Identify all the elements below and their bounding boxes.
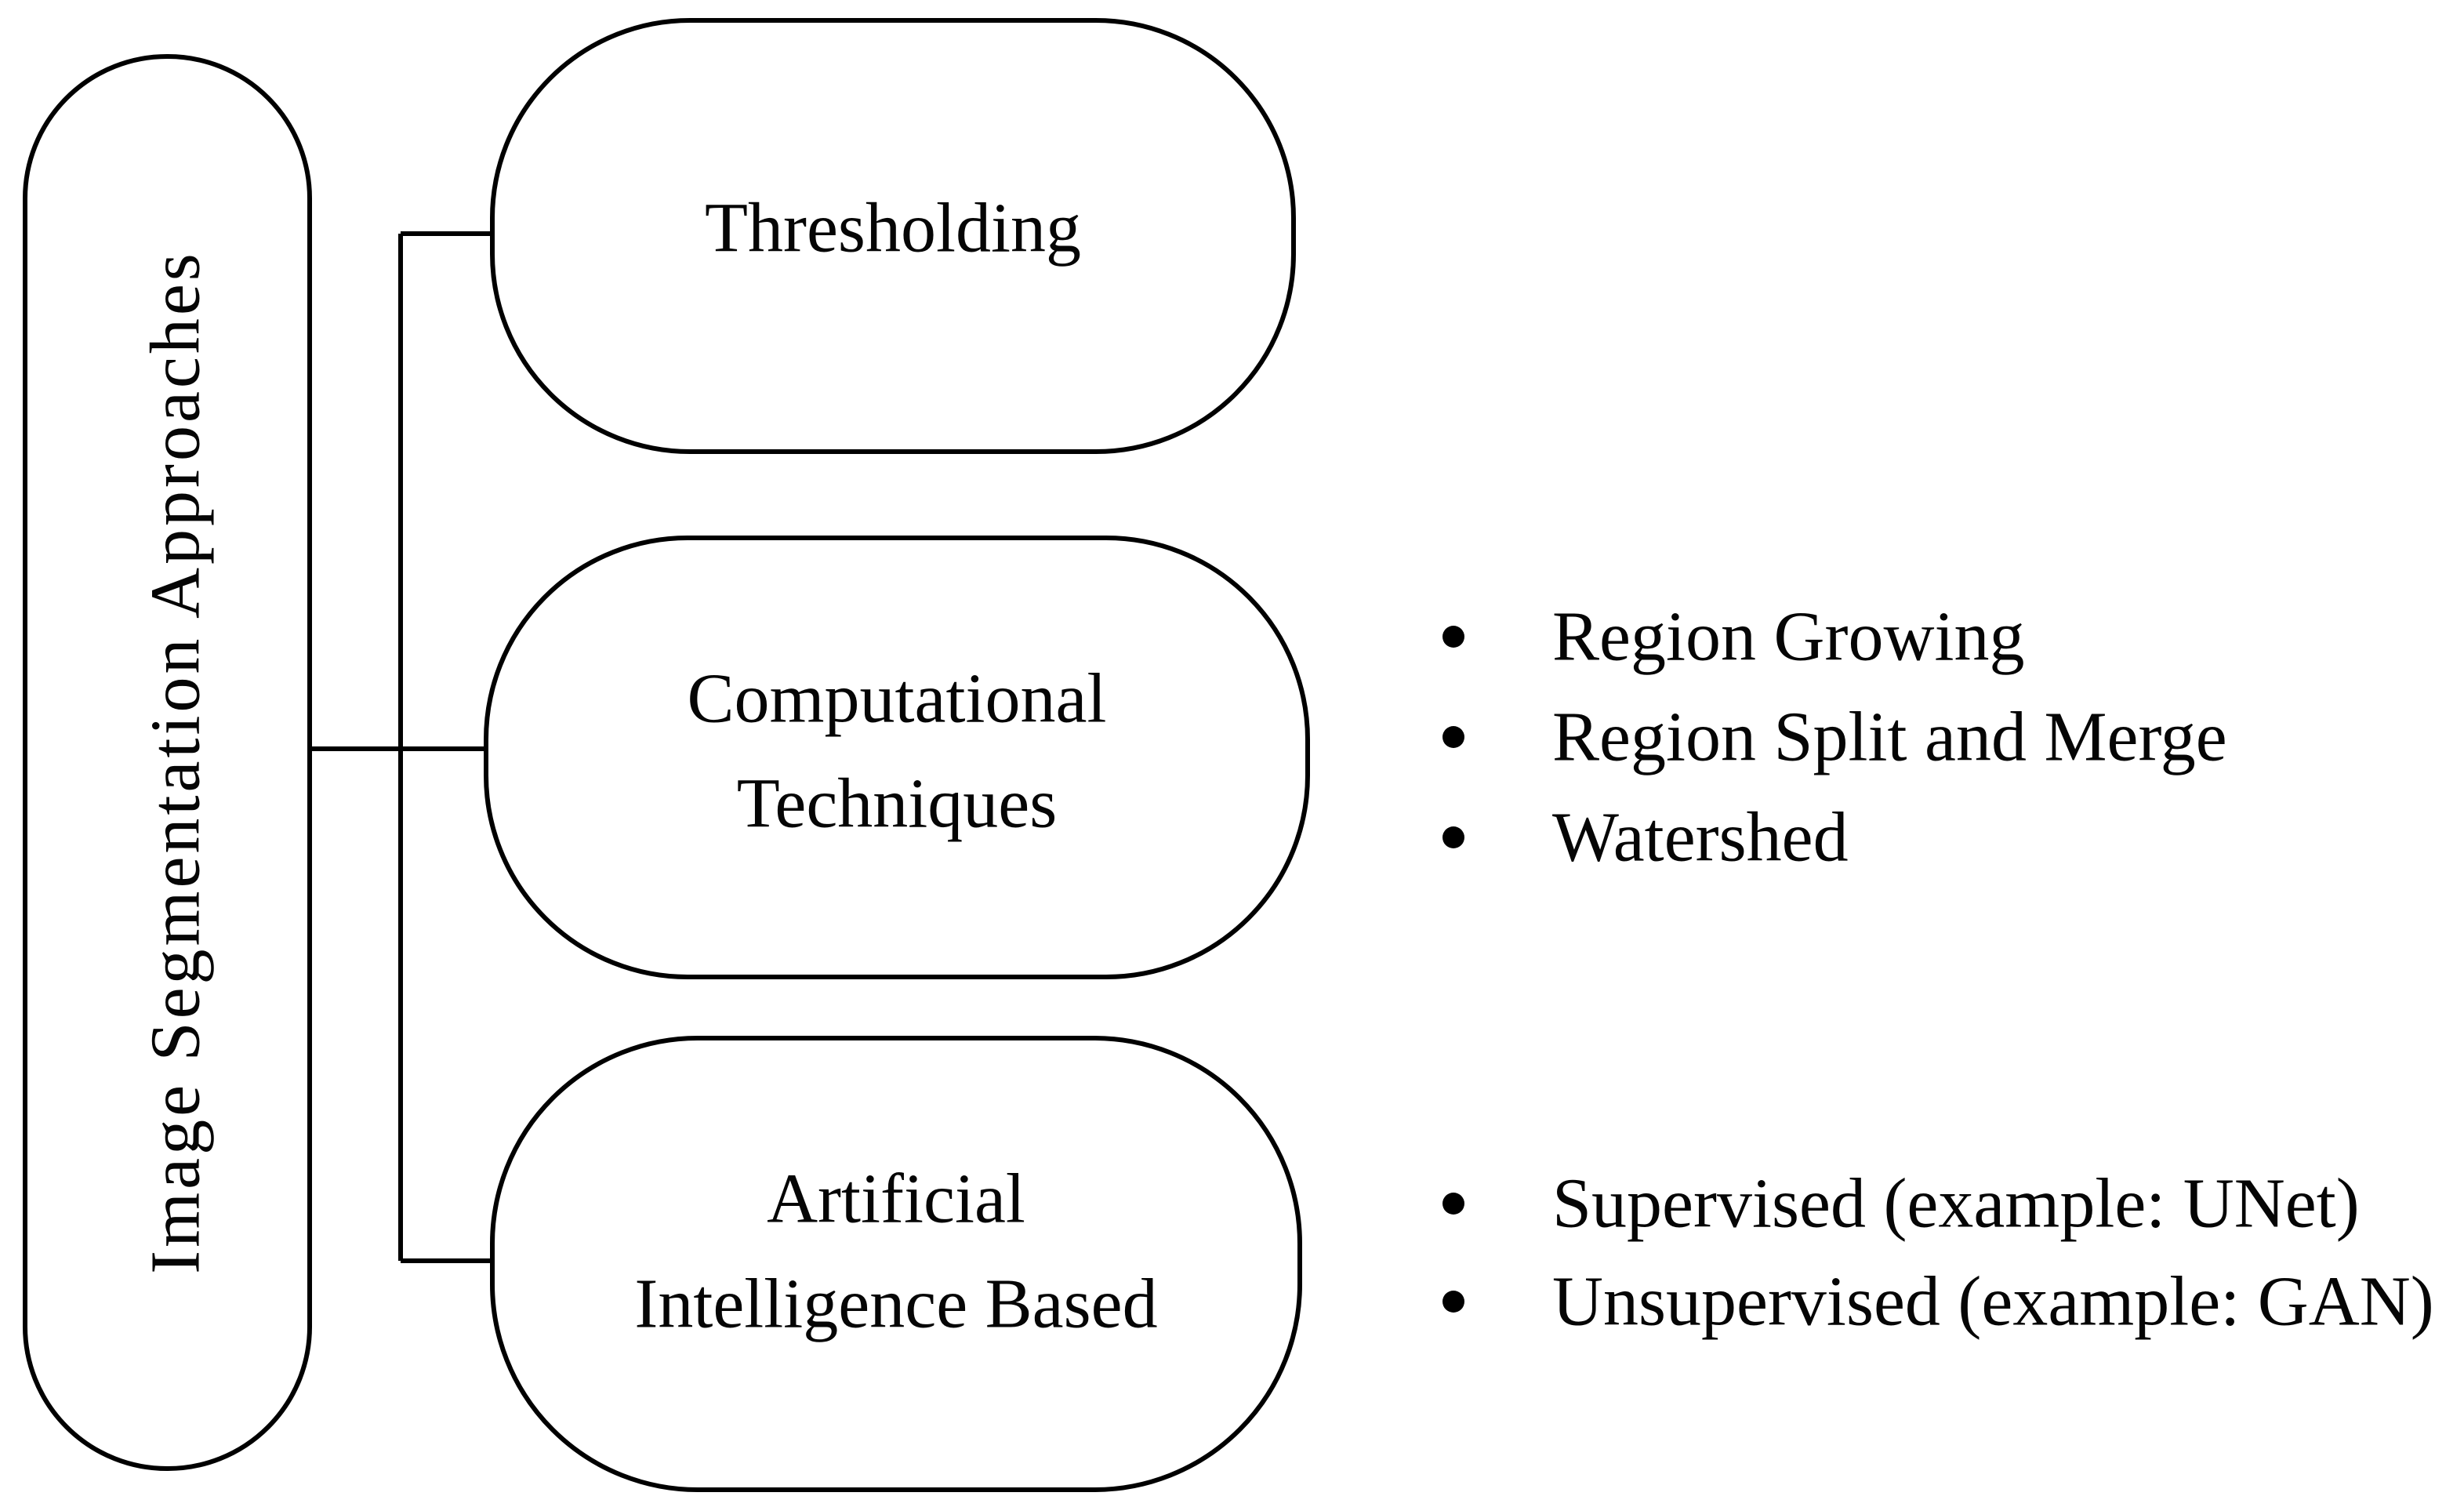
- branch-node-artificial-intelligence: Artificial Intelligence Based: [490, 1036, 1302, 1492]
- bullet-item-label: Watershed: [1552, 799, 1849, 877]
- bullet-item-label: Region Split and Merge: [1552, 699, 2227, 776]
- bullet-item-label: Supervised (example: UNet): [1552, 1165, 2360, 1243]
- bullet-item: Unsupervised (example: GAN): [1442, 1263, 2434, 1341]
- bullet-icon: [1442, 1291, 1464, 1313]
- branch-node-thresholding-shape: [490, 18, 1296, 454]
- root-node-label: Image Segmentation Approaches: [137, 250, 215, 1274]
- branch-node-artificial-intelligence-label-line2: Intelligence Based: [634, 1266, 1157, 1343]
- branch-node-artificial-intelligence-shape: [490, 1036, 1302, 1492]
- bullet-icon: [1442, 826, 1464, 848]
- bullet-item: Supervised (example: UNet): [1442, 1165, 2360, 1243]
- bullet-item-label: Unsupervised (example: GAN): [1552, 1263, 2434, 1341]
- bullet-icon: [1442, 1193, 1464, 1215]
- connector-lines: [310, 231, 492, 1263]
- branch-node-thresholding-label: Thresholding: [705, 190, 1081, 267]
- bullet-icon: [1442, 726, 1464, 748]
- root-node: Image Segmentation Approaches: [23, 54, 312, 1471]
- bullet-list-ai-based: Supervised (example: UNet) Unsupervised …: [1442, 1165, 2434, 1341]
- branch-node-computational-techniques: Computational Techniques: [484, 536, 1310, 979]
- branch-node-thresholding: Thresholding: [490, 18, 1296, 454]
- branch-node-computational-techniques-shape: [484, 536, 1310, 979]
- root-node-shape: [23, 54, 312, 1471]
- bullet-item-label: Region Growing: [1552, 598, 2024, 676]
- branch-node-computational-techniques-label-line2: Techniques: [737, 765, 1058, 843]
- bullet-item: Watershed: [1442, 799, 1849, 877]
- branch-node-artificial-intelligence-label-line1: Artificial: [767, 1160, 1025, 1238]
- bullet-item: Region Split and Merge: [1442, 699, 2227, 776]
- bullet-list-computational: Region Growing Region Split and Merge Wa…: [1442, 598, 2227, 877]
- bullet-icon: [1442, 626, 1464, 648]
- bullet-item: Region Growing: [1442, 598, 2024, 676]
- branch-node-computational-techniques-label-line1: Computational: [688, 660, 1107, 738]
